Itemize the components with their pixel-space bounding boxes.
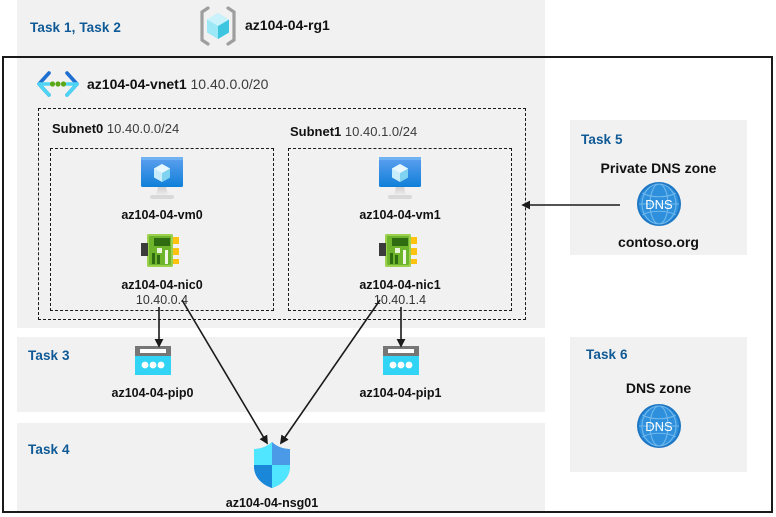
vm1-label: az104-04-vm1	[359, 208, 441, 222]
vm1-node[interactable]: az104-04-vm1	[340, 155, 460, 223]
dns-zone-title: DNS zone	[625, 380, 692, 396]
nic0-label: az104-04-nic0	[121, 278, 203, 292]
dns-zone-icon[interactable]: DNS	[570, 180, 747, 233]
network-interface-icon	[102, 231, 222, 276]
network-interface-icon	[340, 231, 460, 276]
vnet-name: az104-04-vnet1	[87, 76, 187, 92]
vm0-label: az104-04-vm0	[121, 208, 203, 222]
virtual-machine-icon	[340, 155, 460, 206]
subnet1-prefix: 10.40.1.0/24	[344, 124, 418, 139]
task-label-5: Task 5	[581, 132, 623, 147]
nic0-ip: 10.40.0.4	[135, 293, 189, 307]
pip0-node[interactable]: az104-04-pip0	[95, 345, 210, 401]
subnet0-title: Subnet0 10.40.0.0/24	[52, 121, 179, 136]
nic1-label: az104-04-nic1	[359, 278, 441, 292]
subnet1-box	[288, 148, 512, 311]
private-dns-zone-block: Private DNS zone DNS contoso.org	[570, 160, 747, 250]
subnet0-box	[50, 148, 274, 311]
task-label-4: Task 4	[28, 442, 70, 457]
nic1-ip: 10.40.1.4	[373, 293, 427, 307]
subnet1-title: Subnet1 10.40.1.0/24	[290, 124, 417, 139]
task-label-1-2: Task 1, Task 2	[30, 20, 121, 35]
resource-group-name: az104-04-rg1	[245, 17, 330, 33]
private-dns-zone-title: Private DNS zone	[600, 160, 717, 176]
nic1-node[interactable]: az104-04-nic1 10.40.1.4	[340, 231, 460, 308]
nsg-label: az104-04-nsg01	[225, 496, 319, 510]
pip1-label: az104-04-pip1	[359, 386, 442, 400]
resource-group-band	[17, 0, 545, 56]
vnet-name-and-cidr: az104-04-vnet1 10.40.0.0/20	[87, 76, 268, 92]
subnet0-prefix: 10.40.0.0/24	[106, 121, 180, 136]
diagram-frame	[2, 56, 773, 513]
virtual-machine-icon	[102, 155, 222, 206]
task-label-3: Task 3	[28, 348, 70, 363]
vm0-node[interactable]: az104-04-vm0	[102, 155, 222, 223]
private-dns-zone-name: contoso.org	[618, 234, 699, 250]
public-ip-address-icon	[95, 345, 210, 384]
subnet1-name: Subnet1	[290, 124, 342, 139]
vnet-address-space: 10.40.0.0/20	[190, 76, 269, 92]
subnet0-name: Subnet0	[52, 121, 104, 136]
pip1-node[interactable]: az104-04-pip1	[343, 345, 458, 401]
dns-icon-text: DNS	[645, 419, 673, 434]
public-ip-address-icon	[343, 345, 458, 384]
vnet-panel	[17, 58, 545, 328]
resource-group-icon	[198, 5, 238, 47]
virtual-network-icon	[36, 70, 80, 98]
task-label-6: Task 6	[586, 347, 628, 362]
pip0-label: az104-04-pip0	[111, 386, 194, 400]
dns-zone-block: DNS zone DNS	[570, 380, 747, 455]
dns-zone-icon[interactable]: DNS	[570, 402, 747, 455]
nsg-node[interactable]: az104-04-nsg01	[212, 440, 332, 511]
dns-icon-text: DNS	[645, 197, 673, 212]
network-security-group-icon	[212, 440, 332, 495]
nic0-node[interactable]: az104-04-nic0 10.40.0.4	[102, 231, 222, 308]
